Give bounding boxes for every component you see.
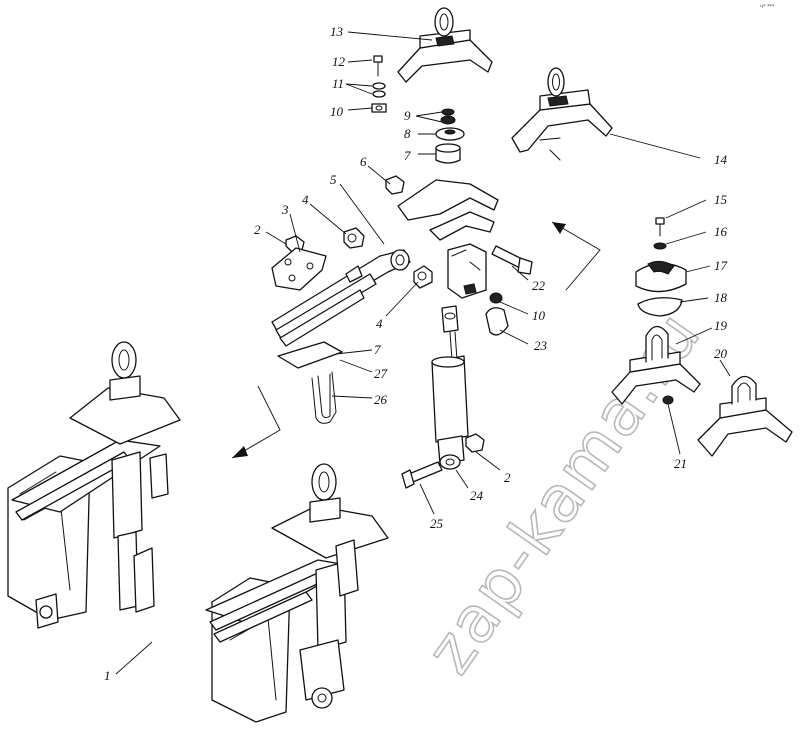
callout-27: 27: [374, 366, 388, 381]
callout-7-top: 7: [404, 148, 411, 163]
callout-12: 12: [332, 54, 346, 69]
callout-6: 6: [360, 154, 367, 169]
callout-21: 21: [674, 456, 687, 471]
callout-24: 24: [470, 488, 484, 503]
part-7-bushing-top: [435, 143, 461, 164]
part-6-nut: [385, 175, 405, 195]
part-13-eye-bracket: [397, 7, 493, 83]
leader-lines: [115, 31, 731, 675]
callout-4-upper: 4: [302, 192, 309, 207]
callout-13: 13: [330, 24, 344, 39]
callout-9: 9: [404, 108, 411, 123]
callout-23: 23: [534, 338, 548, 353]
callout-16: 16: [714, 224, 728, 239]
part-18-spacer-plate: [637, 297, 683, 317]
part-4-bushing-upper: [343, 227, 365, 249]
part-26-u-bolt: [311, 371, 337, 424]
part-11-washers: [372, 82, 386, 98]
part-14-eye-bracket: [511, 67, 613, 161]
part-15-bolt: [655, 217, 665, 237]
part-25-bolt: [401, 461, 443, 489]
part-4-bushing-lower: [413, 265, 433, 289]
part-2-nut-right: [465, 433, 485, 453]
callout-2-right: 2: [504, 470, 511, 485]
part-12-bolt: [373, 55, 383, 77]
callout-2-left: 2: [254, 222, 261, 237]
part-1-assembly-right: [205, 463, 389, 723]
part-16-washer: [653, 242, 667, 250]
assembly-arrow-left: [231, 385, 281, 459]
callout-22: 22: [532, 278, 546, 293]
part-22-bolt: [491, 245, 533, 275]
callout-labels: 1 2 3 4 5 6 7 8 9 10 11 12 13 14 15 16 1…: [104, 24, 728, 683]
callout-18: 18: [714, 290, 728, 305]
callout-5: 5: [330, 172, 337, 187]
part-9-nut: [440, 108, 456, 125]
part-20-eye-bracket: [697, 375, 793, 457]
corner-mark: ч* ***: [760, 4, 775, 10]
part-27-pad: [277, 341, 343, 369]
callout-11: 11: [332, 76, 344, 91]
callout-20: 20: [714, 346, 728, 361]
assembly-arrow-right: [551, 221, 601, 291]
callout-1: 1: [104, 668, 111, 683]
callout-25: 25: [430, 516, 444, 531]
callout-17: 17: [714, 258, 728, 273]
callout-14: 14: [714, 152, 728, 167]
part-17-rubber-cushion: [635, 260, 687, 293]
central-bracket: [397, 179, 499, 299]
callout-7-lower: 7: [374, 342, 381, 357]
callout-10-top: 10: [330, 104, 344, 119]
callout-4-lower: 4: [376, 316, 383, 331]
part-21-nut: [662, 395, 674, 405]
part-1-assembly-left: [7, 341, 181, 629]
part-23-rubber-buffer: [485, 307, 509, 336]
part-5-leaf-spring: [271, 249, 411, 347]
callout-10-lower: 10: [532, 308, 546, 323]
callout-19: 19: [714, 318, 728, 333]
part-3-plate: [271, 247, 327, 291]
part-24-shock-absorber: [431, 305, 469, 470]
callout-26: 26: [374, 392, 388, 407]
part-10-nut-top: [371, 103, 387, 113]
part-19-eye-bracket: [611, 325, 701, 405]
callout-15: 15: [714, 192, 728, 207]
callout-8: 8: [404, 126, 411, 141]
part-10-nut-lower: [489, 292, 503, 304]
part-8-washer: [435, 127, 465, 141]
callout-3: 3: [281, 202, 289, 217]
